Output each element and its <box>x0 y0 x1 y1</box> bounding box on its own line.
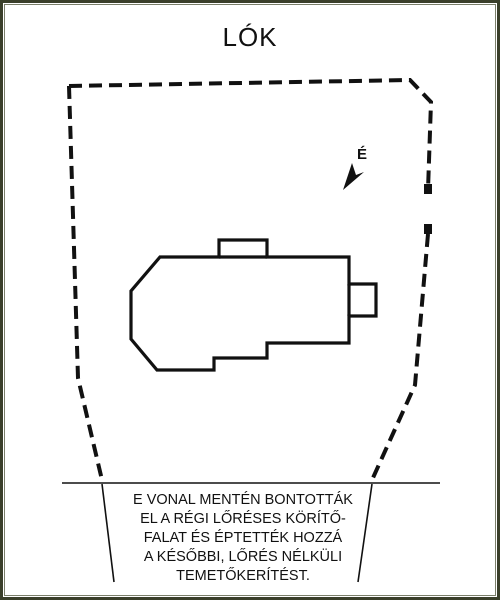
church-outline <box>129 238 378 372</box>
caption-line: TEMETŐKERÍTÉST. <box>176 568 310 584</box>
caption-line: EL A RÉGI LŐRÉSES KÖRÍTŐ- <box>140 511 346 527</box>
enclosure-wall-dashed-right <box>370 233 430 481</box>
gate-post-upper <box>424 184 432 194</box>
caption-text: E VONAL MENTÉN BONTOTTÁK EL A RÉGI LŐRÉS… <box>112 491 374 586</box>
caption-line: FALAT ÉS ÉPTETTÉK HOZZÁ <box>143 530 343 546</box>
north-arrow-icon: É <box>343 146 367 190</box>
page-title: LÓK <box>222 22 278 52</box>
gate-post-lower <box>424 224 432 234</box>
caption-line: A KÉSŐBBI, LŐRÉS NÉLKÜLI <box>143 549 343 565</box>
north-label: É <box>357 146 367 163</box>
later-fence-right <box>357 483 373 583</box>
enclosure-wall-dashed-left <box>67 85 104 481</box>
caption-line: E VONAL MENTÉN BONTOTTÁK <box>133 492 353 508</box>
enclosure-wall-dashed <box>68 77 434 191</box>
later-fence-left <box>101 483 115 583</box>
